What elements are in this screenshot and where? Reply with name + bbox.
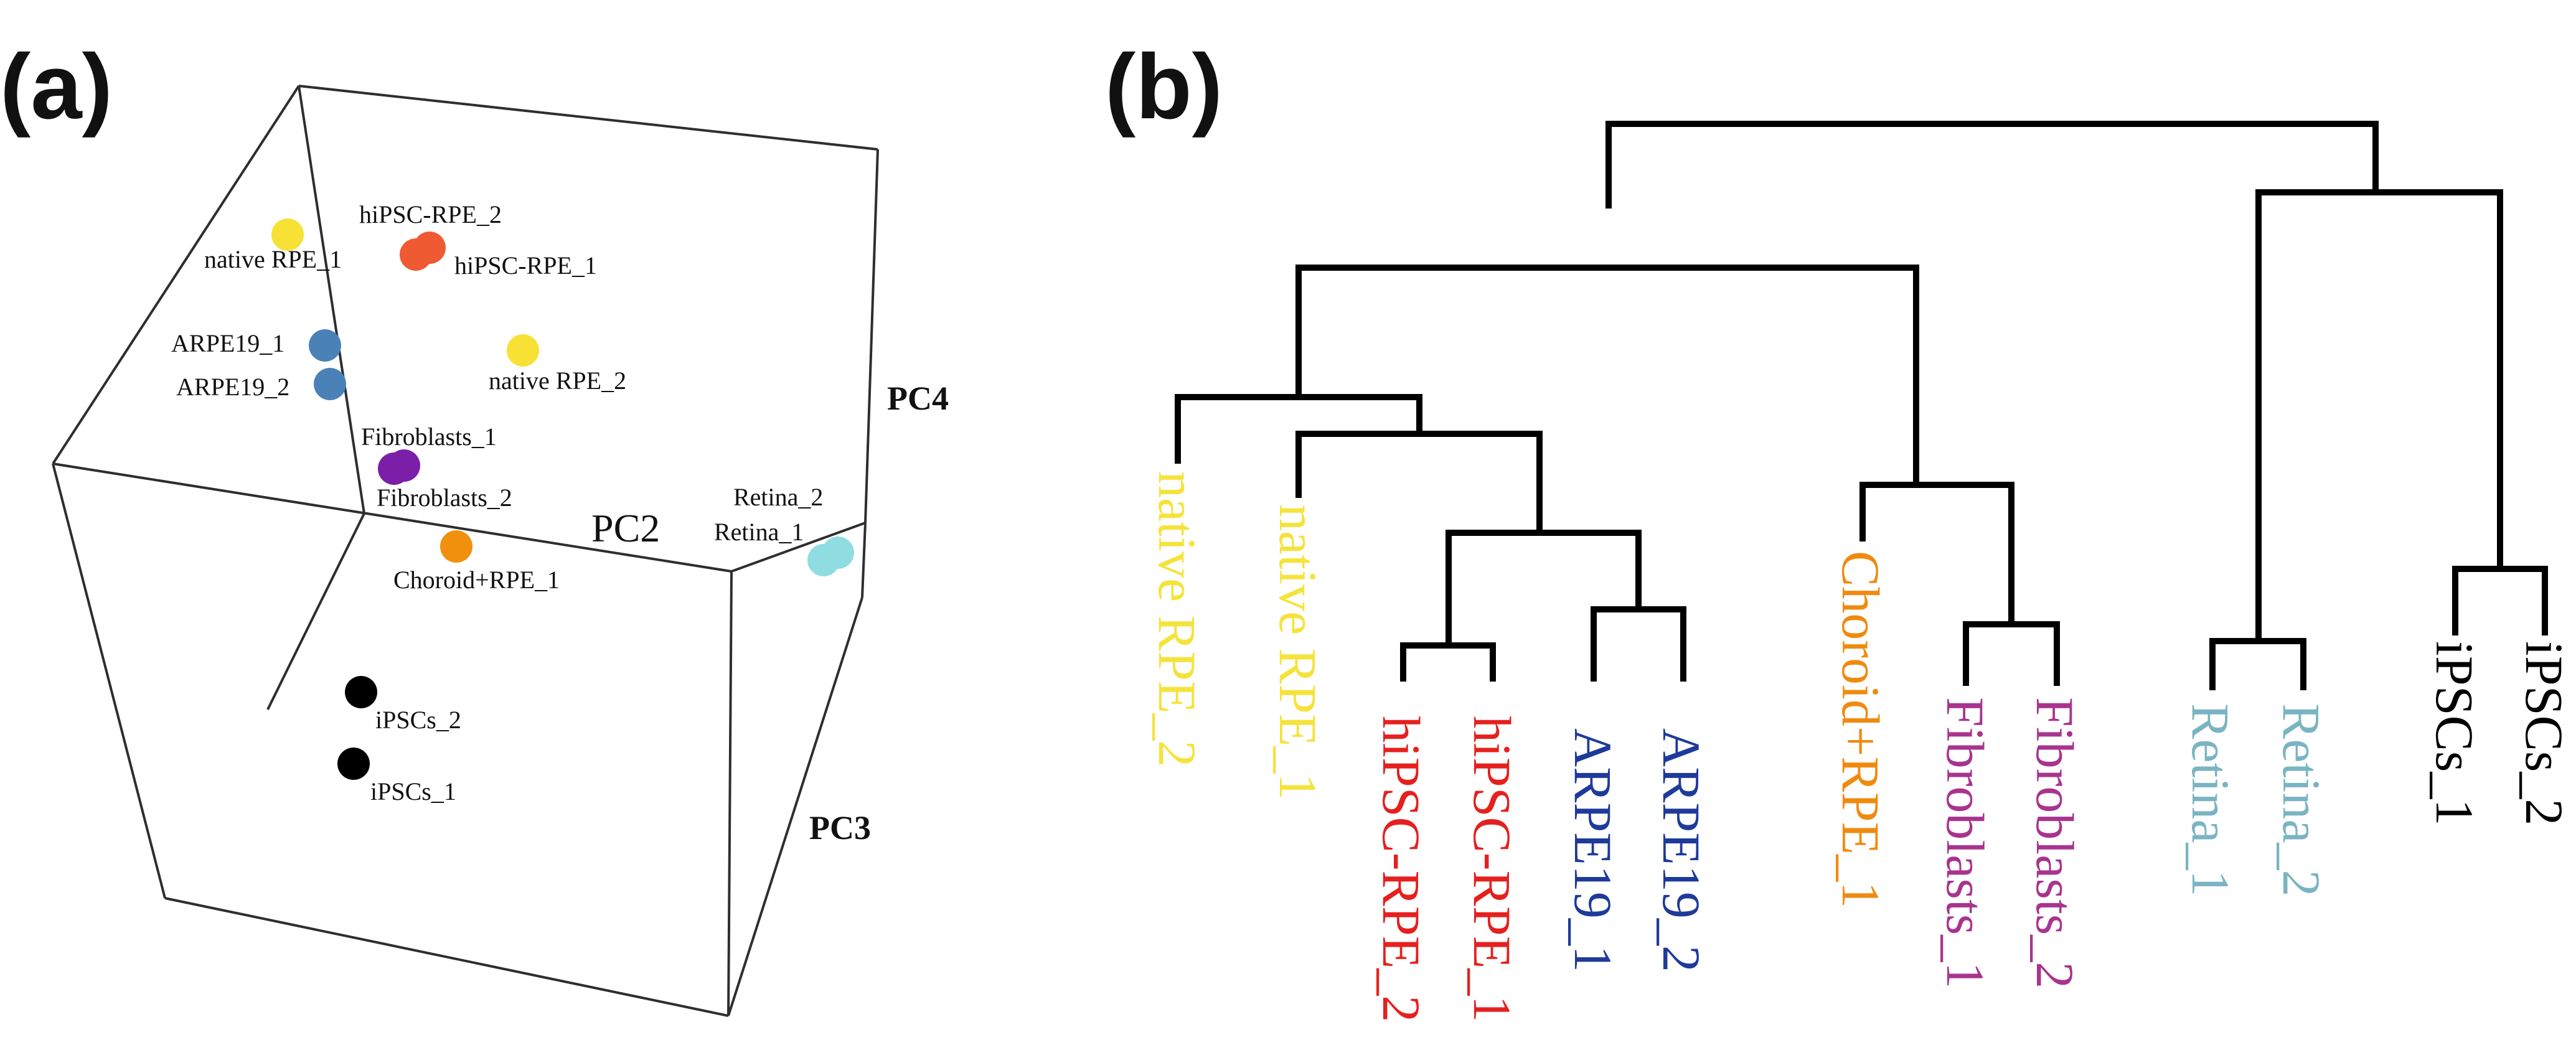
- panel-b-label: (b): [1105, 35, 1223, 138]
- leaf-label-ipscs-2: iPSCs_2: [2514, 641, 2574, 825]
- dendro-branch: [2452, 566, 2548, 635]
- axis-label-pc3: PC3: [809, 809, 871, 846]
- point-fibroblasts-2: [388, 449, 420, 482]
- point-label-retina-1: Retina_1: [714, 518, 804, 546]
- cube-edge: [52, 463, 166, 899]
- pca-cube: [52, 85, 879, 1017]
- cube-edge: [731, 522, 866, 573]
- panel-b: (b) native RPE_2 native RPE_1 hiPSC-RPE_…: [1105, 35, 2574, 1022]
- point-label-arpe19-2: ARPE19_2: [176, 373, 289, 401]
- point-label-hipsc-rpe-1: hiPSC-RPE_1: [454, 251, 597, 279]
- point-label-arpe19-1: ARPE19_1: [171, 329, 284, 357]
- leaf-label-retina-2: Retina_2: [2272, 703, 2331, 897]
- point-choroid-rpe-1: [440, 530, 472, 563]
- leaf-label-retina-1: Retina_1: [2181, 703, 2240, 897]
- point-ipscs-1: [337, 748, 370, 780]
- point-arpe19-1: [309, 329, 341, 362]
- leaf-label-native-rpe-2: native RPE_2: [1147, 471, 1207, 767]
- point-retina-2: [822, 537, 854, 569]
- cube-edge: [727, 571, 733, 1016]
- point-label-choroid-rpe-1: Choroid+RPE_1: [393, 566, 560, 594]
- leaf-label-hipsc-rpe-1: hiPSC-RPE_1: [1462, 716, 1522, 1022]
- point-label-retina-2: Retina_2: [733, 483, 823, 511]
- dendro-branch: [1963, 621, 2060, 686]
- cube-edge: [298, 85, 365, 514]
- leaf-label-fibroblasts-2: Fibroblasts_2: [2025, 697, 2085, 988]
- cube-edge: [164, 897, 729, 1017]
- dendro-branch: [2209, 638, 2306, 690]
- point-label-hipsc-rpe-2: hiPSC-RPE_2: [359, 200, 502, 228]
- axis-label-pc4: PC4: [887, 380, 949, 417]
- axis-label-pc2: PC2: [591, 506, 660, 550]
- leaf-label-fibroblasts-1: Fibroblasts_1: [1935, 697, 1995, 988]
- point-native-rpe-1: [271, 218, 304, 251]
- dendro-branch: [1175, 394, 1422, 464]
- dendro-branch: [2255, 189, 2503, 644]
- dendro-branch: [1445, 530, 1642, 649]
- leaf-label-ipscs-1: iPSCs_1: [2425, 641, 2484, 825]
- dendro-branch: [1400, 642, 1496, 682]
- point-label-fibroblasts-1: Fibroblasts_1: [361, 423, 497, 451]
- point-label-native-rpe-2: native RPE_2: [489, 367, 626, 395]
- point-label-fibroblasts-2: Fibroblasts_2: [377, 484, 512, 512]
- cube-edge: [52, 462, 732, 573]
- cube-edge: [864, 149, 879, 523]
- dendrogram-leaf-labels: native RPE_2 native RPE_1 hiPSC-RPE_2 hi…: [1147, 471, 2574, 1022]
- dendro-branch-root: [1605, 121, 2379, 209]
- point-arpe19-2: [314, 368, 346, 400]
- panel-a: (a) PC2 PC4 PC3 native RPE_1 hiPSC-RPE_2…: [0, 35, 949, 1017]
- point-hipsc-rpe-1: [413, 232, 446, 264]
- dendro-branch: [1859, 482, 2014, 627]
- point-label-ipscs-1: iPSCs_1: [370, 777, 456, 805]
- point-label-ipscs-2: iPSCs_2: [375, 706, 461, 734]
- cube-edge: [861, 522, 867, 598]
- point-label-native-rpe-1: native RPE_1: [204, 245, 342, 273]
- leaf-label-native-rpe-1: native RPE_1: [1268, 504, 1328, 800]
- cube-edge: [298, 85, 878, 151]
- leaf-label-choroid-rpe-1: Choroid+RPE_1: [1831, 551, 1891, 908]
- cube-edge: [52, 85, 300, 465]
- cube-edge: [727, 597, 863, 1016]
- point-native-rpe-2: [507, 334, 539, 367]
- panel-a-label: (a): [0, 35, 113, 138]
- leaf-label-arpe19-2: ARPE19_2: [1652, 728, 1711, 972]
- dendro-branch: [1591, 606, 1686, 682]
- dendrogram-tree: [1175, 121, 2548, 690]
- point-ipscs-2: [345, 676, 377, 708]
- dendro-branch: [1295, 431, 1543, 536]
- leaf-label-hipsc-rpe-2: hiPSC-RPE_2: [1371, 716, 1431, 1022]
- leaf-label-arpe19-1: ARPE19_1: [1563, 728, 1623, 972]
- cube-edge: [266, 513, 365, 710]
- pca-points: native RPE_1 hiPSC-RPE_2 hiPSC-RPE_1 nat…: [171, 200, 854, 805]
- dendro-branch: [1295, 265, 1919, 488]
